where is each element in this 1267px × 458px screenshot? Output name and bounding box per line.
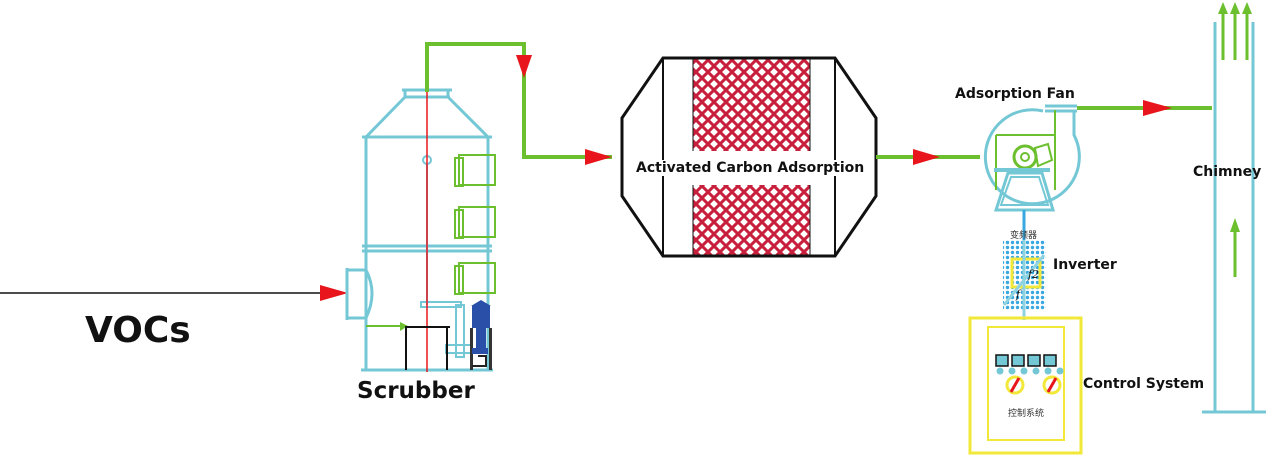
chimney (1202, 22, 1266, 414)
flow-arrow-icon (1143, 100, 1172, 116)
adsorption-fan-label: Adsorption Fan (955, 86, 1075, 102)
activated-carbon-label: Activated Carbon Adsorption (636, 160, 865, 176)
inverter-label: Inverter (1053, 257, 1117, 273)
adsorption-fan (983, 104, 1081, 212)
meter-icons (995, 354, 1057, 367)
activated-carbon-adsorber (620, 56, 878, 258)
scrubber-label: Scrubber (357, 378, 475, 404)
inverter-f-label: f (1016, 288, 1021, 301)
flow-arrow-icon (913, 149, 940, 165)
inverter-cn-label: 变频器 (1010, 231, 1038, 241)
vocs-inlet-line (0, 285, 348, 301)
exhaust-arrows-icon (1218, 2, 1252, 277)
vocs-label: VOCs (85, 310, 191, 351)
indicator-lights (996, 367, 1064, 375)
control-system-cn-label: 控制系统 (1008, 409, 1045, 419)
inverter-f2-label: f2 (1028, 268, 1040, 281)
control-system-label: Control System (1083, 376, 1205, 392)
scrubber-panels (454, 154, 496, 295)
circulation-pump-icon (470, 300, 492, 370)
pipe-scrubber-to-carbon (425, 42, 612, 159)
flow-arrow-icon (585, 149, 612, 165)
scrubber-tank (366, 322, 450, 370)
knob-icons (1005, 375, 1062, 395)
inverter-icon (1002, 240, 1046, 320)
flow-arrow-icon (516, 55, 532, 78)
control-system-cabinet (968, 316, 1083, 455)
chimney-label: Chimney (1193, 164, 1262, 180)
inlet-arrow-icon (320, 285, 348, 301)
